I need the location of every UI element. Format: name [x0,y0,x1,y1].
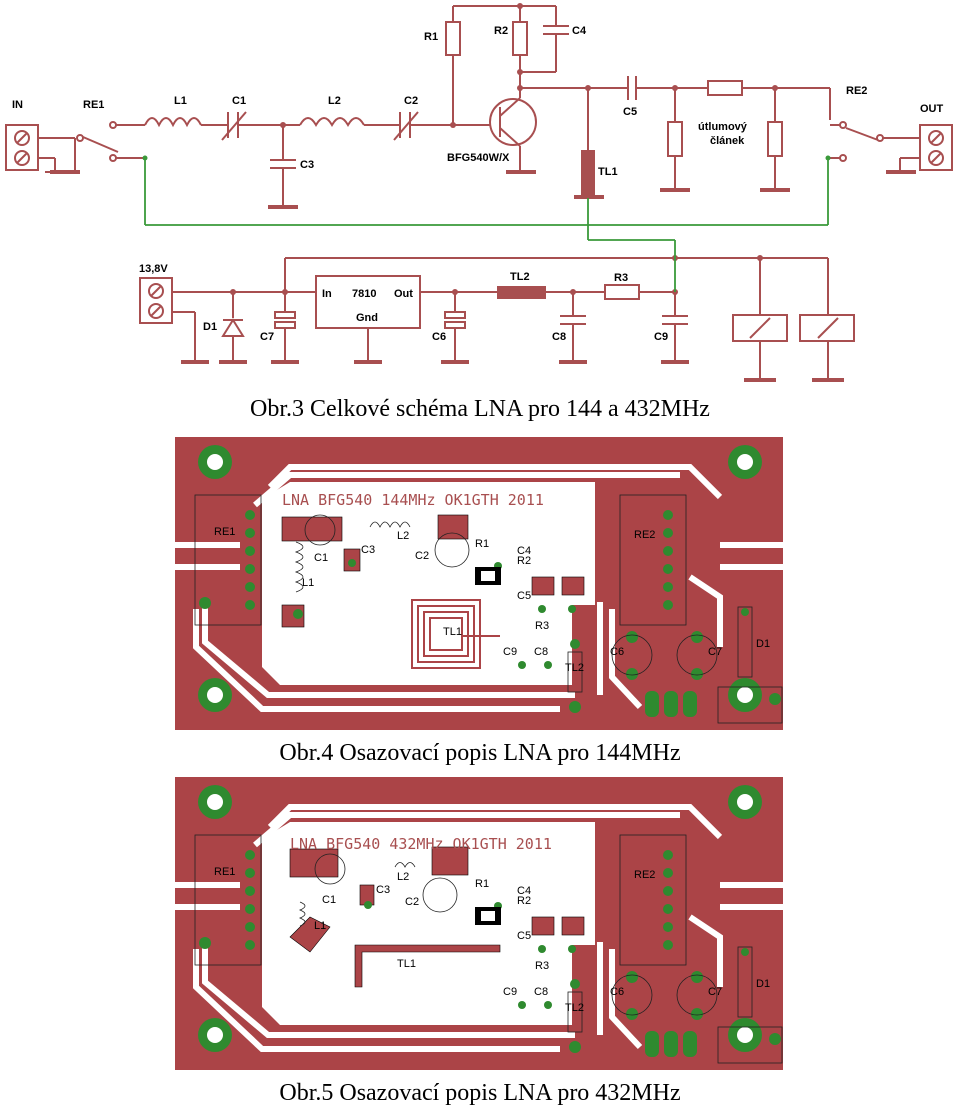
pcb144-r3: R3 [535,620,549,632]
label-d1: D1 [203,321,217,333]
pcb144-r2: R2 [517,555,531,567]
pcb432-c8: C8 [534,986,548,998]
pcb432-l1: L1 [314,920,326,932]
pcb432-c6: C6 [610,986,624,998]
label-reg-name: 7810 [352,288,376,300]
pcb432-r2: R2 [517,895,531,907]
label-atten-2: článek [710,135,745,147]
pcb432-re1: RE1 [214,866,235,878]
label-c7: C7 [260,331,274,343]
pcb144-title: LNA BFG540 144MHz OK1GTH 2011 [282,491,544,509]
label-tl1: TL1 [598,166,618,178]
label-l2: L2 [328,95,341,107]
pcb144-l1: L1 [302,577,314,589]
caption-schematic: Obr.3 Celkové schéma LNA pro 144 a 432MH… [250,396,710,422]
pcb432-c2: C2 [405,896,419,908]
label-out: OUT [920,103,944,115]
label-r3: R3 [614,272,628,284]
label-tl2: TL2 [510,271,530,283]
pcb432-c7: C7 [708,986,722,998]
pcb144-c8: C8 [534,646,548,658]
pcb432-d1: D1 [756,978,770,990]
label-re1: RE1 [83,99,104,111]
pcb144-c1: C1 [314,552,328,564]
pcb144-re1: RE1 [214,526,235,538]
schematic: IN RE1 L1 C1 L2 C2 C3 R1 R2 C4 BFG540W/X… [5,3,953,382]
caption-pcb432: Obr.5 Osazovací popis LNA pro 432MHz [279,1080,681,1106]
pcb144-c4: C4 [517,545,531,557]
pcb144-c3: C3 [361,544,375,556]
pcb144-d1: D1 [756,638,770,650]
pcb144-tl1: TL1 [443,626,462,638]
label-in: IN [12,99,23,111]
pcb144-c9: C9 [503,646,517,658]
label-reg-gnd: Gnd [356,312,378,324]
pcb144-c5: C5 [517,590,531,602]
label-c6: C6 [432,331,446,343]
pcb432-title: LNA BFG540 432MHz OK1GTH 2011 [290,835,552,853]
pcb432-c1: C1 [322,894,336,906]
label-atten-1: útlumový [698,121,748,133]
pcb144-c7: C7 [708,646,722,658]
caption-pcb144: Obr.4 Osazovací popis LNA pro 144MHz [279,740,681,766]
pcb432-re2: RE2 [634,869,655,881]
pcb144-c6: C6 [610,646,624,658]
label-re2: RE2 [846,85,867,97]
label-c8: C8 [552,331,566,343]
label-c9: C9 [654,331,668,343]
label-voltage: 13,8V [139,263,168,275]
label-l1: L1 [174,95,187,107]
pcb144-tl2: TL2 [565,662,584,674]
label-reg-in: In [322,288,332,300]
label-c4: C4 [572,25,587,37]
pcb432-c5: C5 [517,930,531,942]
label-r1: R1 [424,31,438,43]
label-transistor: BFG540W/X [447,152,510,164]
pcb432-tl1: TL1 [397,958,416,970]
pcb144-re2: RE2 [634,529,655,541]
label-reg-out: Out [394,288,413,300]
pcb432-c3: C3 [376,884,390,896]
label-c1: C1 [232,95,246,107]
pcb432-l2: L2 [397,871,409,883]
pcb144-c2: C2 [415,550,429,562]
label-c2: C2 [404,95,418,107]
label-c5: C5 [623,106,637,118]
pcb432-c9: C9 [503,986,517,998]
pcb144-l2: L2 [397,530,409,542]
pcb432-c4: C4 [517,885,531,897]
pcb432-r1: R1 [475,878,489,890]
pcb432-r3: R3 [535,960,549,972]
pcb144-r1: R1 [475,538,489,550]
label-r2: R2 [494,25,508,37]
pcb432-tl2: TL2 [565,1002,584,1014]
label-c3: C3 [300,159,314,171]
pcb-432: LNA BFG540 432MHz OK1GTH 2011 RE1 RE2 C1… [175,777,783,1070]
pcb-144: LNA BFG540 144MHz OK1GTH 2011 RE1 RE2 C1… [175,437,783,730]
